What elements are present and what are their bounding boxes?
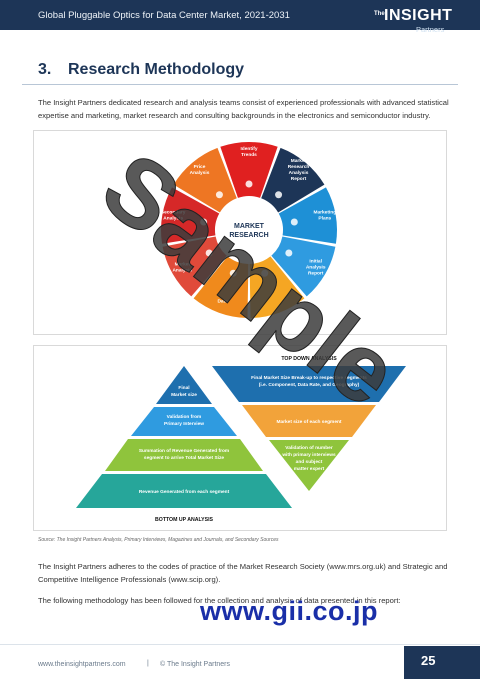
paragraph-methodology: The following methodology has been follo… [38, 596, 401, 605]
footer-website: www.theinsightpartners.com [38, 661, 126, 668]
wheel-segment-icon [229, 269, 237, 277]
wheel-center-label: MARKET [234, 223, 265, 230]
section-number: 3. [38, 61, 52, 78]
top-down-caption: TOP DOWN ANALYSIS [281, 356, 337, 362]
logo-main-text: INSIGHT [384, 7, 453, 24]
left-level-4-text: Revenue Generated from each segment [139, 489, 230, 495]
wheel-segment-icon [261, 269, 269, 277]
page-header: Global Pluggable Optics for Data Center … [0, 0, 480, 34]
wheel-center [217, 198, 281, 262]
logo-partners-text: Partners [416, 25, 445, 34]
footer-separator: | [147, 660, 149, 667]
intro-paragraph: The Insight Partners dedicated research … [38, 98, 449, 120]
left-level-2 [131, 407, 237, 436]
logo-the-text: The [374, 11, 385, 17]
right-level-1 [212, 366, 406, 402]
wheel-segment-label: Data [217, 298, 228, 304]
wheel-segment [160, 187, 220, 244]
paragraph-codes-of-practice: The Insight Partners adheres to the code… [38, 562, 448, 584]
wheel-center-label: RESEARCH [229, 232, 268, 239]
wheel-segment-icon [245, 180, 253, 188]
right-level-1-text: Final Market Size Break-up to respective… [251, 375, 367, 388]
wheel-segment-icon [285, 249, 293, 257]
insight-partners-logo: The INSIGHT Partners [372, 3, 470, 37]
right-level-2-text: Market size of each segment [276, 419, 341, 425]
pyramid-figure: TOP DOWN ANALYSIS BOTTOM UP ANALYSIS Fin… [33, 345, 447, 531]
page-number-tab [404, 646, 480, 679]
wheel-segment-icon [290, 218, 298, 226]
pyramid-diagram: TOP DOWN ANALYSIS BOTTOM UP ANALYSIS Fin… [76, 356, 406, 523]
page-number: 25 [421, 653, 436, 668]
footer-divider [0, 644, 480, 645]
right-level-3 [269, 440, 349, 491]
bottom-up-caption: BOTTOM UP ANALYSIS [155, 517, 213, 523]
gii-url-watermark: www.gii.co.jp [200, 596, 379, 626]
figure-source-note: Source: The Insight Partners Analysis, P… [38, 537, 279, 543]
wheel-segment [278, 187, 337, 244]
right-level-2 [242, 405, 376, 437]
left-level-4 [76, 474, 292, 508]
left-level-3 [105, 439, 263, 471]
section-divider [22, 84, 458, 85]
wheel-segment-icon [275, 191, 283, 199]
section-heading: 3. Research Methodology [38, 61, 244, 79]
wheel-segment [220, 142, 278, 198]
wheel-segment-icon [215, 191, 223, 199]
report-title: Global Pluggable Optics for Data Center … [38, 10, 290, 21]
footer-copyright: © The Insight Partners [160, 661, 231, 668]
left-level-1 [156, 366, 212, 404]
section-title: Research Methodology [68, 61, 245, 78]
wheel-segment-icon [205, 249, 213, 257]
wheel-segment-icon [200, 218, 208, 226]
